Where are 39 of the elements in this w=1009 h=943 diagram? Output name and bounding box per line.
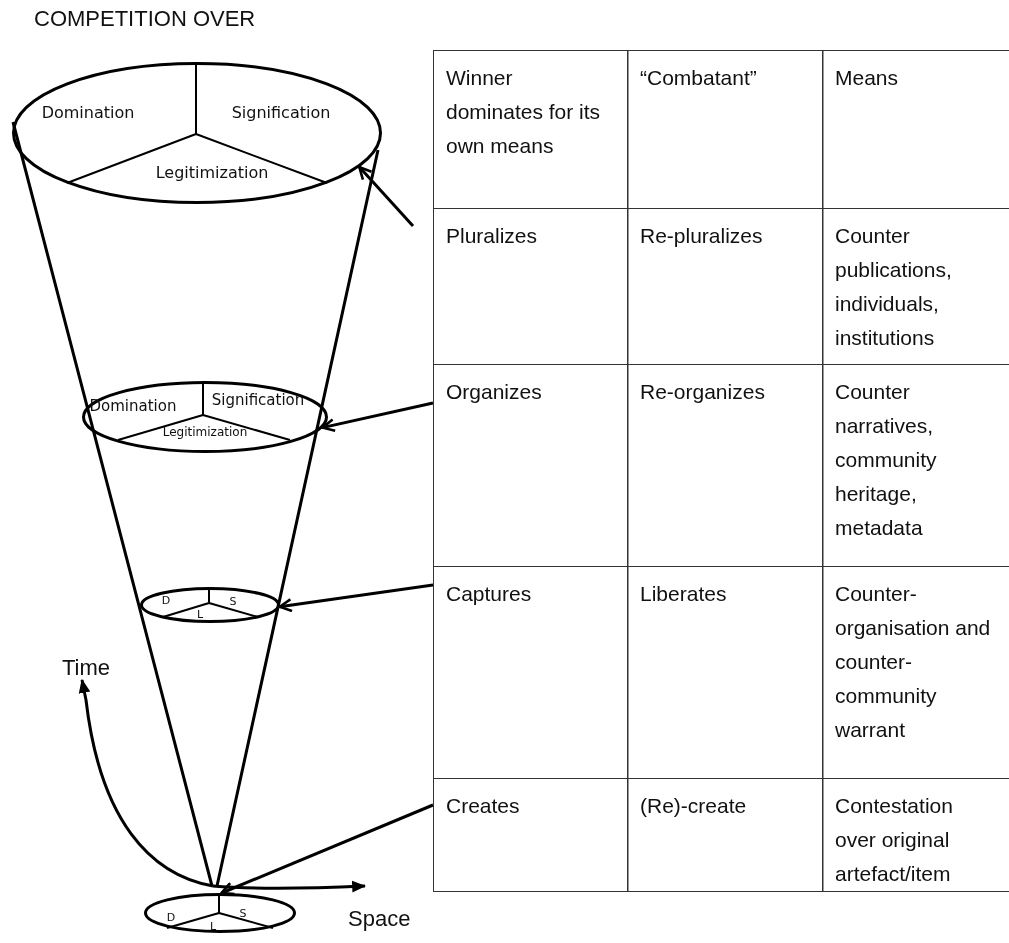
table-row xyxy=(433,778,1009,892)
table-cell-text: (Re)-create xyxy=(640,793,748,819)
arrow xyxy=(220,803,434,896)
segment-label: Domination xyxy=(41,105,135,121)
segment-label: Legitimization xyxy=(162,426,248,438)
table-row xyxy=(433,364,1009,566)
table-cell-text: Liberates xyxy=(640,581,728,607)
segment-label: Signification xyxy=(211,392,305,408)
table-cell-text: Contestation over original artefact/item xyxy=(835,793,954,887)
table-row xyxy=(433,566,1009,778)
segment-label: S xyxy=(239,907,247,919)
segment-label: Signification xyxy=(231,105,331,121)
table-cell-text: Pluralizes xyxy=(446,223,539,249)
table-cell-text: Means xyxy=(835,65,900,91)
segment-label: S xyxy=(229,595,237,607)
table-cell-text: Counter publications, individuals, institutions xyxy=(835,223,953,351)
segment-label: Domination xyxy=(89,398,177,414)
axis-label: Space xyxy=(348,906,411,932)
segment-label: Legitimization xyxy=(155,165,269,181)
table-cell-text: Organizes xyxy=(446,379,543,405)
table-row xyxy=(433,208,1009,364)
table-cell-text: Re-pluralizes xyxy=(640,223,764,249)
segment-label: L xyxy=(196,608,204,620)
table-row xyxy=(433,50,1009,208)
segment-label: D xyxy=(161,594,171,606)
table-cell-text: Captures xyxy=(446,581,533,607)
table-cell-text: Winner dominates for its own means xyxy=(446,65,602,159)
axis-label: Time xyxy=(62,655,111,681)
table-cell-text: Counter-organisation and counter-community warrant xyxy=(835,581,992,743)
table-cell-text: Creates xyxy=(446,793,521,819)
table-cell-text: Re-organizes xyxy=(640,379,766,405)
segment-label: L xyxy=(209,920,217,932)
table-cell-text: “Combatant” xyxy=(640,65,758,91)
arrow xyxy=(321,401,434,433)
arrow xyxy=(278,583,434,613)
table-cell-text: Counter narratives, community heritage, metadata xyxy=(835,379,938,541)
segment-label: D xyxy=(166,911,176,923)
arrow xyxy=(358,165,415,227)
title: COMPETITION OVER xyxy=(34,6,256,32)
